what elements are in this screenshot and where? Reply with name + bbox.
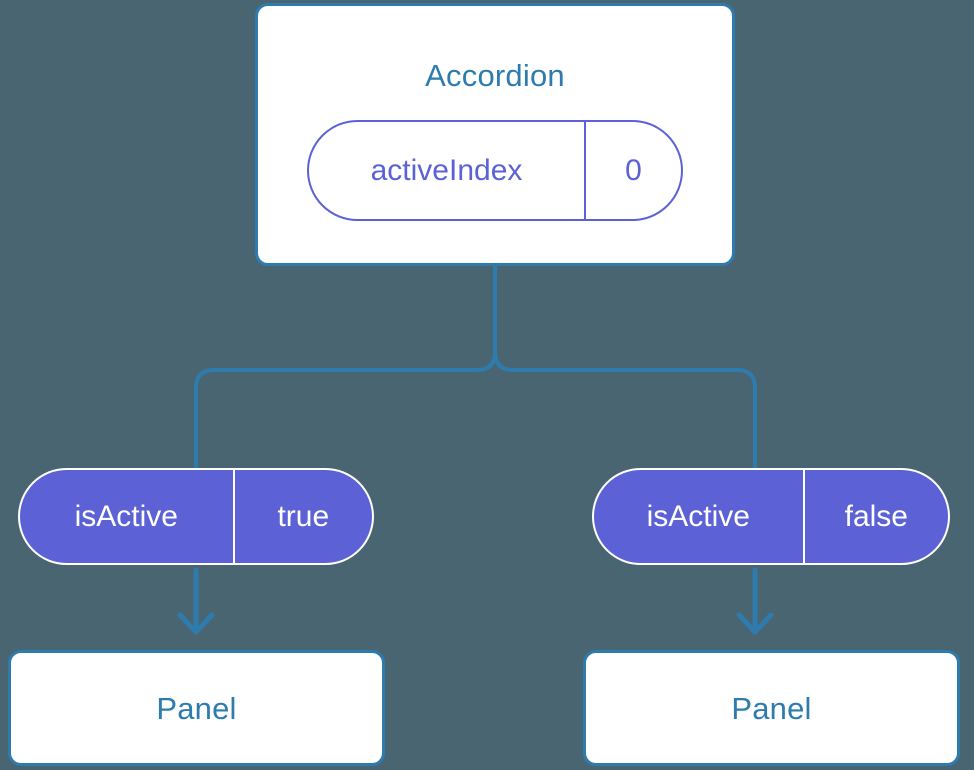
component-title-panel-right: Panel	[731, 690, 812, 726]
prop-pill-is-active-false[interactable]: isActive false	[592, 468, 950, 565]
prop-pill-key: isActive	[646, 499, 750, 533]
state-pill-value: 0	[584, 122, 681, 219]
state-pill-key: activeIndex	[370, 153, 523, 187]
connector-branch-split	[194, 264, 497, 470]
connector-branch-right	[493, 350, 757, 470]
arrow-left-pill-to-panel	[177, 567, 215, 635]
component-node-panel-right[interactable]: Panel	[583, 650, 960, 766]
state-pill-active-index[interactable]: activeIndex 0	[307, 120, 683, 221]
prop-pill-is-active-true[interactable]: isActive true	[18, 468, 374, 565]
arrow-right-pill-to-panel	[736, 567, 774, 635]
component-title-panel-left: Panel	[156, 690, 237, 726]
prop-pill-value: false	[802, 470, 948, 563]
prop-pill-key: isActive	[74, 499, 178, 533]
component-title-accordion: Accordion	[425, 58, 565, 93]
component-node-panel-left[interactable]: Panel	[8, 650, 385, 766]
prop-pill-value: true	[232, 470, 372, 563]
